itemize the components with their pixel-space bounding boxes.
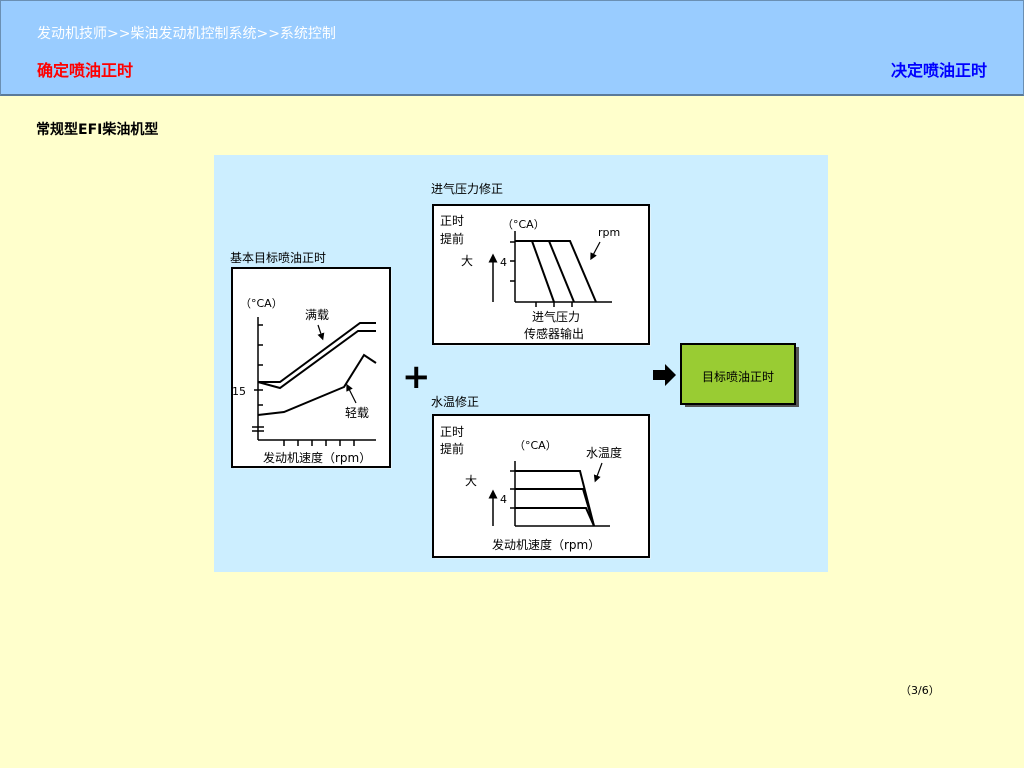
target-timing-box bbox=[680, 343, 796, 405]
plus-sign: + bbox=[402, 357, 431, 397]
intake-big-label: 大 bbox=[461, 254, 473, 268]
basic-timing-curves bbox=[257, 322, 377, 416]
right-arrow-icon bbox=[653, 364, 676, 386]
water-y-label-2: 提前 bbox=[440, 441, 464, 456]
page-subtitle: 决定喷油正时 bbox=[890, 61, 987, 80]
intake-correction-title: 进气压力修正 bbox=[431, 181, 503, 196]
water-y-label-1: 正时 bbox=[440, 425, 464, 439]
water-big-label: 大 bbox=[465, 474, 477, 488]
water-correction-title: 水温修正 bbox=[431, 394, 479, 409]
water-tick-4: 4 bbox=[500, 493, 507, 506]
injection-timing-diagram: 基本目标喷油正时 （°CA） 满载 轻载 15 发动机速度（rpm） + 进气压… bbox=[214, 155, 828, 572]
intake-unit-label: （°CA） bbox=[502, 218, 545, 231]
breadcrumb: 发动机技师>>柴油发动机控制系统>>系统控制 bbox=[37, 26, 336, 42]
page-number: （3/6） bbox=[900, 684, 940, 697]
water-temp-leader bbox=[593, 462, 603, 483]
intake-rpm-leader bbox=[590, 241, 601, 261]
basic-unit-label: （°CA） bbox=[240, 297, 283, 310]
target-timing-label: 目标喷油正时 bbox=[702, 370, 774, 384]
basic-leader-lines bbox=[317, 324, 357, 404]
intake-correction-curves bbox=[515, 240, 597, 303]
intake-correction-box bbox=[432, 204, 650, 345]
intake-tick-4: 4 bbox=[500, 256, 507, 269]
water-x-axis-label: 发动机速度（rpm） bbox=[492, 537, 600, 552]
water-temp-label: 水温度 bbox=[586, 445, 622, 460]
header-bar: 发动机技师>>柴油发动机控制系统>>系统控制 确定喷油正时 决定喷油正时 bbox=[0, 0, 1024, 96]
intake-y-label-1: 正时 bbox=[440, 214, 464, 228]
intake-x-label-1: 进气压力 bbox=[532, 309, 580, 324]
page-title: 确定喷油正时 bbox=[37, 61, 134, 80]
intake-x-label-2: 传感器输出 bbox=[524, 326, 584, 341]
basic-timing-title: 基本目标喷油正时 bbox=[230, 251, 326, 265]
basic-x-axis-label: 发动机速度（rpm） bbox=[263, 450, 371, 465]
full-load-label: 满载 bbox=[305, 308, 329, 322]
tick-label-15: 15 bbox=[232, 385, 246, 398]
basic-chart-axes bbox=[252, 317, 376, 446]
water-correction-curves bbox=[515, 470, 595, 527]
water-unit-label: （°CA） bbox=[514, 439, 557, 452]
light-load-label: 轻载 bbox=[345, 406, 369, 420]
intake-rpm-label: rpm bbox=[598, 226, 620, 239]
water-correction-box bbox=[432, 414, 650, 558]
intake-y-label-2: 提前 bbox=[440, 231, 464, 246]
section-title: 常规型EFI柴油机型 bbox=[36, 122, 159, 138]
